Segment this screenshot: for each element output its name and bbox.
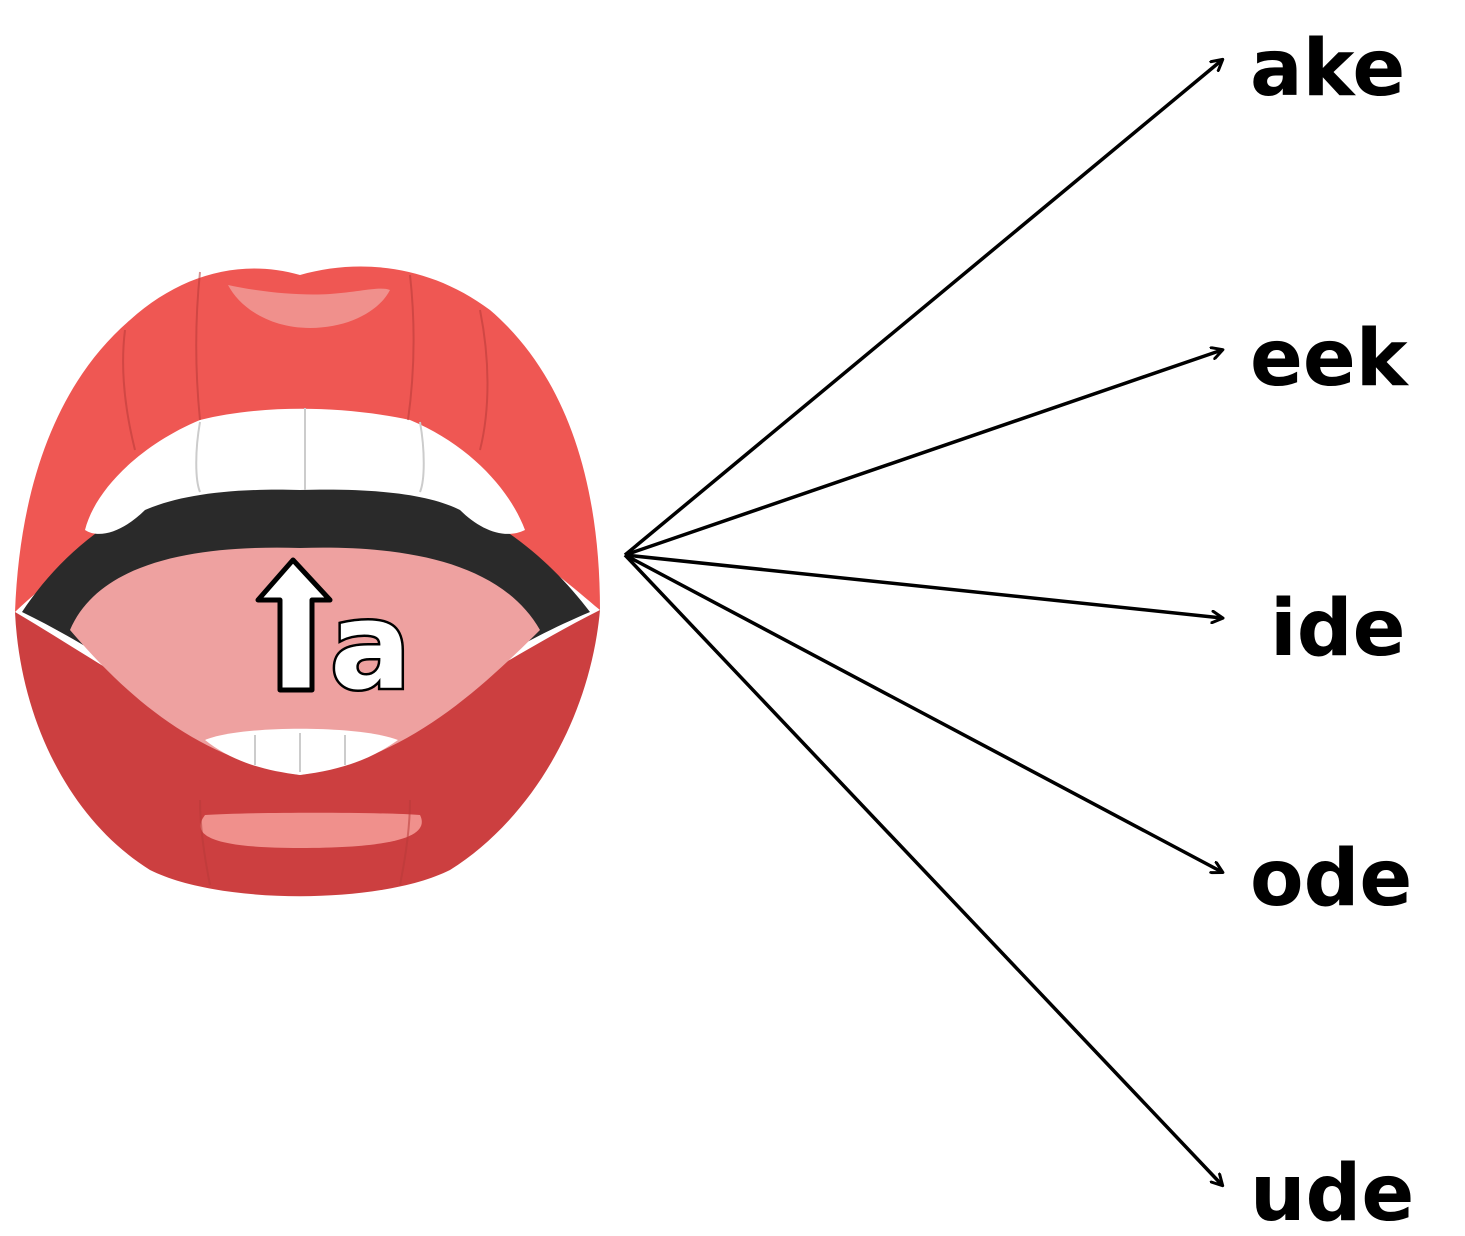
arrow-to-ake: [623, 60, 1222, 557]
arrow-to-ude: [623, 553, 1222, 1185]
mouth-illustration: a: [15, 266, 600, 897]
endings: ake eek ide ode ude: [1250, 24, 1414, 1236]
ending-ode: ode: [1250, 834, 1412, 924]
up-arrow-icon: [255, 557, 333, 693]
lower-lip-highlight: [200, 812, 422, 848]
lip-creases: [122, 271, 489, 886]
upper-lip-highlight: [228, 285, 390, 328]
lower-teeth: [205, 728, 398, 775]
arrow-to-ide: [624, 553, 1222, 618]
ending-ude: ude: [1250, 1149, 1414, 1236]
ending-ake: ake: [1250, 24, 1405, 114]
arrow-to-eek: [624, 350, 1222, 557]
tooth-lines: [195, 408, 425, 772]
arrow-to-ode: [624, 553, 1222, 872]
vowel-letter: a: [330, 578, 411, 717]
ending-ide: ide: [1270, 584, 1405, 674]
arrows: [623, 60, 1222, 1185]
lower-lip: [15, 610, 600, 897]
ending-eek: eek: [1250, 314, 1410, 404]
